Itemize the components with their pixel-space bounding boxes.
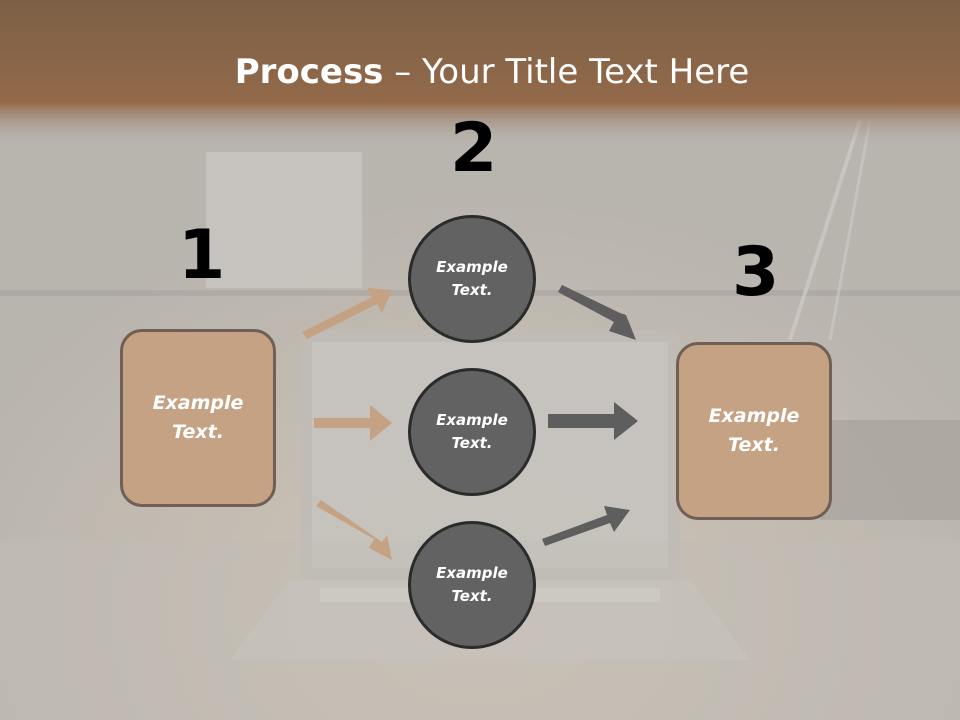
- step-1-box: Example Text.: [120, 329, 276, 507]
- arrow-from-top-circle: [558, 285, 636, 340]
- arrow-from-middle-circle: [548, 402, 638, 440]
- arrow-from-bottom-circle: [542, 506, 630, 546]
- title-bold: Process: [234, 52, 384, 92]
- arrow-to-top-circle: [302, 288, 392, 339]
- step-number-3: 3: [732, 233, 780, 312]
- circle-bottom-label: Example Text.: [436, 564, 508, 605]
- step-number-1: 1: [178, 216, 226, 295]
- circle-top-label: Example Text.: [436, 258, 508, 299]
- step-1-label: Example Text.: [152, 392, 244, 443]
- step-number-2: 2: [450, 109, 498, 188]
- circle-middle-label: Example Text.: [436, 411, 508, 452]
- step-3-box: Example Text.: [676, 342, 832, 520]
- step-2-circle-top: Example Text.: [408, 215, 536, 343]
- step-2-circle-middle: Example Text.: [408, 368, 536, 496]
- arrow-to-bottom-circle: [316, 500, 392, 560]
- step-2-circle-bottom: Example Text.: [408, 521, 536, 649]
- arrow-to-middle-circle: [314, 405, 392, 441]
- title-rest: – Your Title Text Here: [383, 52, 750, 92]
- step-3-label: Example Text.: [708, 405, 800, 456]
- slide-title: Process – Your Title Text Here: [0, 52, 960, 92]
